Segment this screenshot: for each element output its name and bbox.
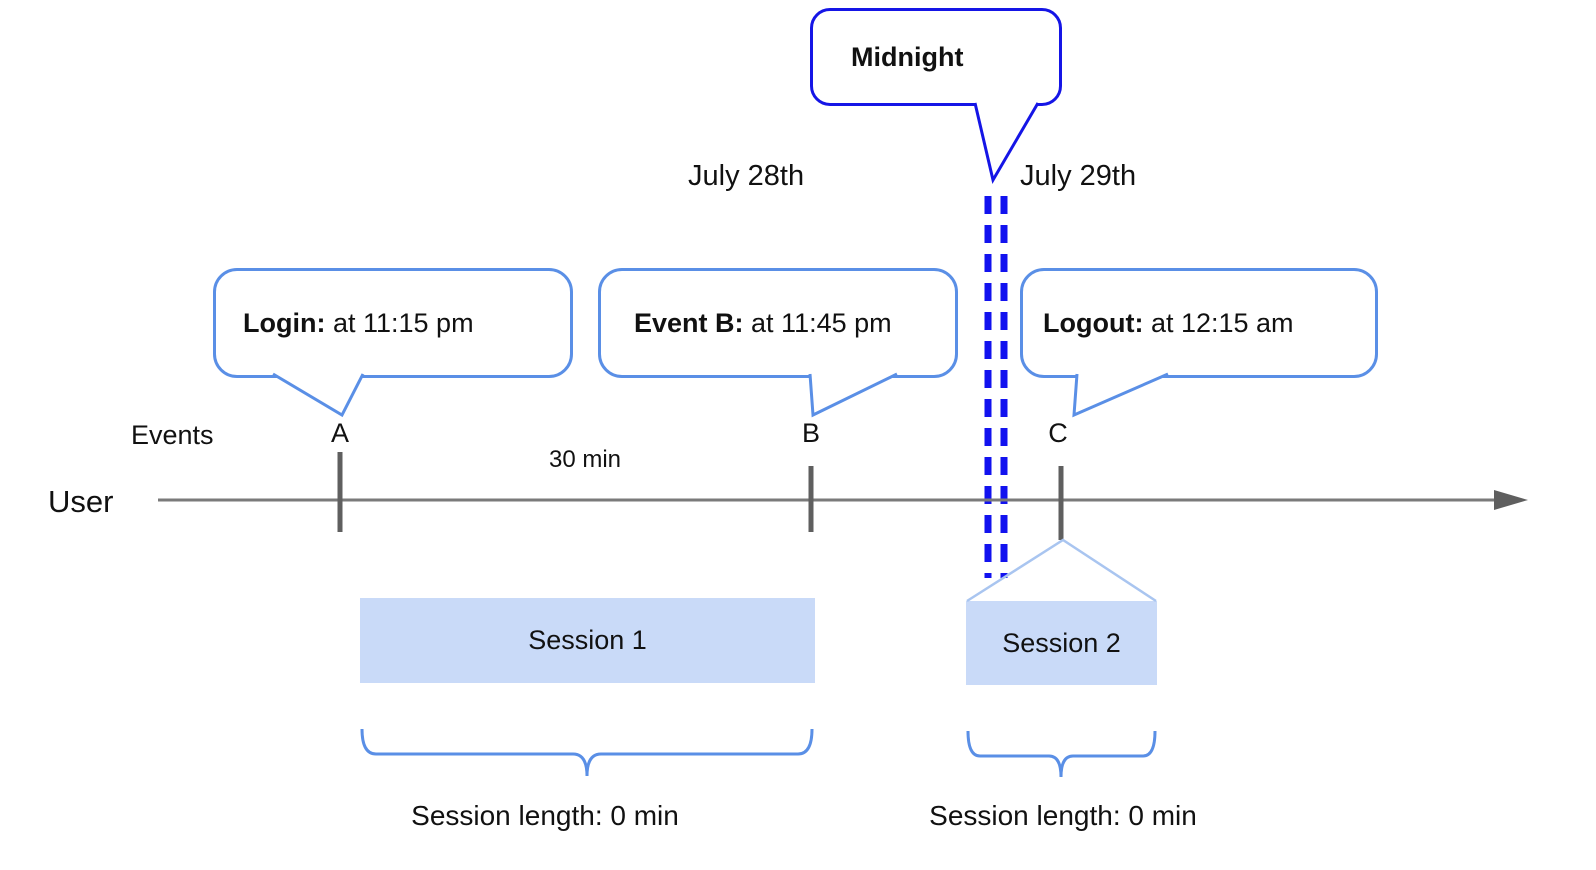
session-2-brace xyxy=(966,730,1157,778)
session-1-length-label: Session length: 0 min xyxy=(411,800,679,831)
user-lane-label: User xyxy=(48,484,114,519)
event-b-callout-title: Event B: xyxy=(634,307,744,338)
date-label-july-28: July 28th xyxy=(688,160,805,192)
event-b-callout-time: at 11:45 pm xyxy=(743,307,892,338)
event-b-callout-tail xyxy=(808,372,898,418)
event-c-letter: C xyxy=(1048,418,1068,448)
session-2-label: Session 2 xyxy=(1002,627,1121,658)
session-1-box: Session 1 xyxy=(360,598,815,683)
login-callout: Login: at 11:15 pm xyxy=(213,268,573,378)
login-callout-title: Login: xyxy=(243,307,326,338)
session-2-length-label: Session length: 0 min xyxy=(929,800,1197,831)
events-row-label: Events xyxy=(131,420,214,450)
session-2-box: Session 2 xyxy=(966,601,1157,685)
event-b-letter: B xyxy=(801,418,821,448)
login-callout-tail xyxy=(272,372,365,418)
midnight-callout-label: Midnight xyxy=(851,41,964,72)
interval-label: 30 min xyxy=(548,446,622,473)
logout-callout-title: Logout: xyxy=(1043,307,1144,338)
login-callout-time: at 11:15 pm xyxy=(325,307,474,338)
timeline-arrowhead-icon xyxy=(1494,490,1528,510)
midnight-callout: Midnight xyxy=(810,8,1062,106)
logout-callout-tail xyxy=(1072,372,1169,418)
session-2-roof-connector xyxy=(966,538,1157,603)
event-b-callout: Event B: at 11:45 pm xyxy=(598,268,958,378)
date-label-july-29: July 29th xyxy=(1020,160,1137,192)
event-a-letter: A xyxy=(330,418,350,448)
session-1-brace xyxy=(360,728,814,777)
logout-callout-time: at 12:15 am xyxy=(1143,307,1294,338)
logout-callout: Logout: at 12:15 am xyxy=(1020,268,1378,378)
session-1-label: Session 1 xyxy=(528,625,647,655)
